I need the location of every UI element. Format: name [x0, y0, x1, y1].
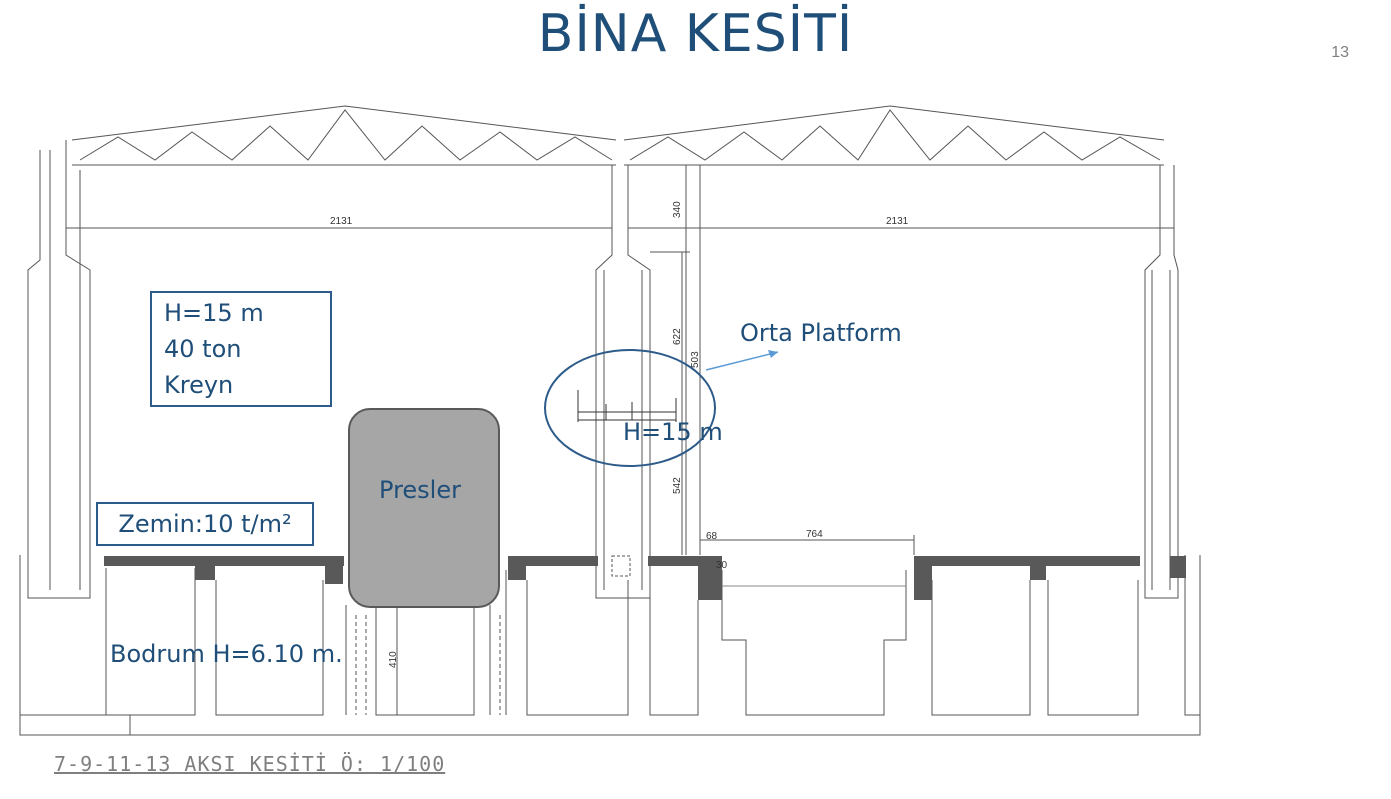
dim-340: 340: [672, 201, 683, 218]
platform-height-label: H=15 m: [623, 418, 723, 446]
middle-column: [595, 165, 651, 599]
left-outer-column: [27, 140, 91, 599]
dim-622: 622: [672, 328, 683, 345]
right-column: [1144, 165, 1179, 599]
right-truss-top: [623, 105, 1165, 141]
dim-410: 410: [388, 651, 399, 668]
floor-load-box: Zemin:10 t/m²: [96, 502, 314, 546]
press-label: Presler: [379, 476, 461, 504]
left-truss-top: [71, 105, 617, 141]
dim-span-right: 2131: [886, 216, 909, 227]
dim-764: 764: [806, 529, 823, 540]
platform-arrow: [705, 351, 779, 371]
page-title: BİNA KESİTİ: [537, 4, 854, 64]
platform-label: Orta Platform: [740, 319, 902, 347]
page-number: 13: [1331, 44, 1349, 61]
drawing-caption: 7-9-11-13 AKSI KESİTİ Ö: 1/100: [54, 752, 446, 776]
basement-label: Bodrum H=6.10 m.: [110, 640, 343, 668]
floor-slab: [104, 556, 1186, 600]
platform-highlight-ellipse: [544, 349, 716, 467]
platform-detail: [577, 390, 677, 422]
press-block: Presler: [348, 408, 500, 608]
dim-542: 542: [672, 477, 683, 494]
dim-68: 68: [706, 531, 718, 542]
crane-capacity-label: 40 ton Kreyn: [164, 335, 242, 399]
dim-30: 30: [716, 560, 728, 571]
floor-load-label: Zemin:10 t/m²: [118, 510, 292, 538]
dim-503: 503: [690, 351, 701, 368]
crane-height-label: H=15 m: [164, 299, 264, 327]
crane-info-box: H=15 m 40 ton Kreyn: [150, 291, 332, 407]
dim-span-left: 2131: [330, 216, 353, 227]
